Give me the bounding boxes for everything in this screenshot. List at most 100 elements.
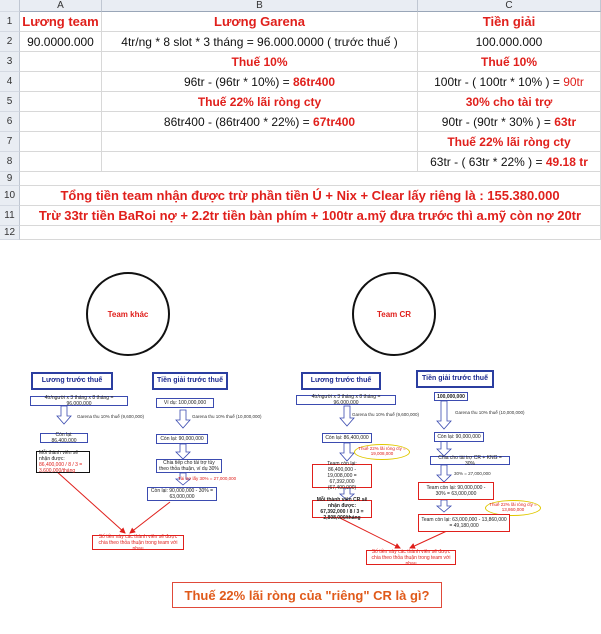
right-prize-remaining: Còn lại: 90,000,000 — [434, 432, 484, 442]
left-prize-final: Còn lại: 90,000,000 - 30% = 63,000,000 — [147, 487, 217, 501]
row-header[interactable]: 4 — [0, 72, 20, 92]
sheet-row: 4 96tr - (96tr * 10%) = 86tr400 100tr - … — [0, 72, 601, 92]
left-salary-header: Lương trước thuế — [31, 372, 113, 390]
right-sponsor-split: Chia cho tài trợ CR + KNG = 30% — [430, 455, 510, 467]
right-profit-tax-oval: Thuế 22% lãi ròng cty = 19,008,000 — [354, 444, 410, 460]
down-arrow — [436, 440, 452, 457]
down-arrow — [435, 499, 453, 513]
row-header[interactable]: 5 — [0, 92, 20, 112]
right-prize-header: Tiền giải trước thuế — [416, 370, 494, 388]
left-salary-remaining: Còn lại: 86,400,000 — [40, 432, 88, 444]
team-khac-circle: Team khác — [86, 272, 170, 356]
down-arrow — [56, 405, 72, 425]
right-team-remaining-salary: Team còn lại: 86,400,000 - 19,008,000 = … — [312, 461, 372, 491]
left-sponsor-note: Chia tiếp cho tài trợ tùy theo thỏa thuậ… — [156, 459, 222, 473]
cell-b4[interactable]: 96tr - (96tr * 10%) = 86tr400 — [102, 72, 418, 92]
cell-a4[interactable] — [20, 72, 102, 92]
cell-b6[interactable]: 86tr400 - (86tr400 * 22%) = 67tr400 — [102, 112, 418, 132]
down-arrow — [436, 400, 452, 430]
sheet-row: 1 Lương team Lương Garena Tiền giải — [0, 12, 601, 32]
cell-a3[interactable] — [20, 52, 102, 72]
left-prize-header: Tiền giải trước thuế — [152, 372, 228, 390]
down-arrow — [175, 409, 191, 429]
team-khac-label: Team khác — [107, 309, 149, 319]
row-header[interactable]: 3 — [0, 52, 20, 72]
cell-c8-formula: 63tr - ( 63tr * 22% ) = — [430, 154, 546, 169]
right-split-note: Số tiền này các thành viên sẽ được chia … — [366, 549, 456, 567]
sheet-row: 3 Thuế 10% Thuế 10% — [0, 52, 601, 72]
sheet-row: 11 Trừ 33tr tiền BaRoi nợ + 2.2tr tiền b… — [0, 206, 601, 226]
left-per-member-label: Mỗi thành viên sẽ nhận được: — [39, 450, 79, 462]
cell-a1[interactable]: Lương team — [20, 12, 102, 32]
left-sponsor-cut: Tài trợ lấy 30% = 27,000,000 — [178, 476, 237, 481]
down-arrow — [338, 487, 356, 501]
left-prize-remaining: Còn lại: 90,000,000 — [156, 434, 208, 444]
cell-c8[interactable]: 63tr - ( 63tr * 22% ) = 49.18 tr — [418, 152, 601, 172]
row-header[interactable]: 10 — [0, 186, 20, 206]
cell-c6-result: 63tr — [554, 114, 577, 129]
down-arrow — [436, 464, 452, 483]
row-header[interactable]: 8 — [0, 152, 20, 172]
column-header-row: A B C — [0, 0, 601, 12]
row-header[interactable]: 1 — [0, 12, 20, 32]
row-header[interactable]: 7 — [0, 132, 20, 152]
left-garena-tax: Garena thu 10% thuế (9,600,000) — [77, 414, 145, 419]
cell-b2[interactable]: 4tr/ng * 8 slot * 3 tháng = 96.000.0000 … — [102, 32, 418, 52]
cell-a6[interactable] — [20, 112, 102, 132]
cell-c6-formula: 90tr - (90tr * 30% ) = — [441, 114, 555, 129]
right-garena-tax: Garena thu 10% thuế (9,600,000) — [352, 412, 420, 417]
row-header[interactable]: 9 — [0, 172, 20, 186]
sheet-row: 6 86tr400 - (86tr400 * 22%) = 67tr400 90… — [0, 112, 601, 132]
right-salary-formula: 4tr/người x 3 tháng x 8 tháng = 96,000,0… — [296, 394, 396, 406]
cell-b7[interactable] — [102, 132, 418, 152]
cell-b4-result: 86tr400 — [293, 74, 336, 89]
down-arrow — [174, 472, 192, 486]
right-team-remaining-prize: Team còn lại: 90,000,000 - 30% = 63,000,… — [418, 482, 494, 500]
row-header[interactable]: 12 — [0, 226, 20, 240]
cell-b6-formula: 86tr400 - (86tr400 * 22%) = — [163, 114, 314, 129]
question-banner: Thuế 22% lãi ròng của "riêng" CR là gì? — [172, 582, 442, 608]
cell-c6[interactable]: 90tr - (90tr * 30% ) = 63tr — [418, 112, 601, 132]
right-profit-tax-oval-prize: Thuế 22% lãi ròng cty = 13,860,000 — [485, 500, 541, 516]
sheet-row: 10 Tổng tiền team nhận được trừ phần tiề… — [0, 186, 601, 206]
cell-a7[interactable] — [20, 132, 102, 152]
cell-a8[interactable] — [20, 152, 102, 172]
cell-b5[interactable]: Thuế 22% lãi ròng cty — [102, 92, 418, 112]
cell-b1[interactable]: Lương Garena — [102, 12, 418, 32]
row-header[interactable]: 2 — [0, 32, 20, 52]
left-per-member-box: Mỗi thành viên sẽ nhận được: 86,400,000 … — [36, 450, 90, 474]
down-arrow — [339, 442, 355, 462]
column-header-b[interactable]: B — [102, 0, 418, 12]
down-arrow — [339, 405, 355, 427]
column-header-a[interactable]: A — [20, 0, 102, 12]
sheet-row: 5 Thuế 22% lãi ròng cty 30% cho tài trợ — [0, 92, 601, 112]
left-split-note: Số tiền này các thành viên sẽ được chia … — [92, 534, 184, 552]
left-garena-tax-prize: Garena thu 10% thuế (10,000,000) — [192, 414, 262, 419]
row-header[interactable]: 11 — [0, 206, 20, 226]
sheet-row: 12 — [0, 226, 601, 240]
cell-b8[interactable] — [102, 152, 418, 172]
cell-c4-formula: 100tr - ( 100tr * 10% ) = — [434, 74, 564, 89]
sheet-row: 2 90.0000.000 4tr/ng * 8 slot * 3 tháng … — [0, 32, 601, 52]
down-arrow — [175, 443, 191, 460]
cell-b4-formula: 96tr - (96tr * 10%) = — [183, 74, 293, 89]
right-garena-tax-prize: Garena thu 10% thuế (10,000,000) — [455, 410, 525, 415]
sheet-row: 7 Thuế 22% lãi ròng cty — [0, 132, 601, 152]
select-all-corner[interactable] — [0, 0, 20, 12]
cell-a5[interactable] — [20, 92, 102, 112]
team-cr-circle: Team CR — [352, 272, 436, 356]
right-prize-value: 100,000,000 — [434, 392, 468, 401]
left-salary-formula: 4tr/người x 3 tháng x 8 tháng = 96,000,0… — [30, 395, 128, 407]
red-arrow — [339, 517, 401, 549]
left-per-member-value: 86,400,000 / 8 / 3 = 3,600,000/tháng — [39, 462, 83, 474]
cell-a2[interactable]: 90.0000.000 — [20, 32, 102, 52]
row-header[interactable]: 6 — [0, 112, 20, 132]
red-arrow — [54, 469, 126, 534]
red-arrow — [129, 501, 171, 534]
cell-b6-result: 67tr400 — [313, 114, 356, 129]
cell-c4[interactable]: 100tr - ( 100tr * 10% ) = 90tr — [418, 72, 601, 92]
cell-c4-result: 90tr — [563, 74, 584, 89]
right-prize-final: Team còn lại: 63,000,000 - 13,860,000 = … — [418, 514, 510, 532]
cell-b3[interactable]: Thuế 10% — [102, 52, 418, 72]
